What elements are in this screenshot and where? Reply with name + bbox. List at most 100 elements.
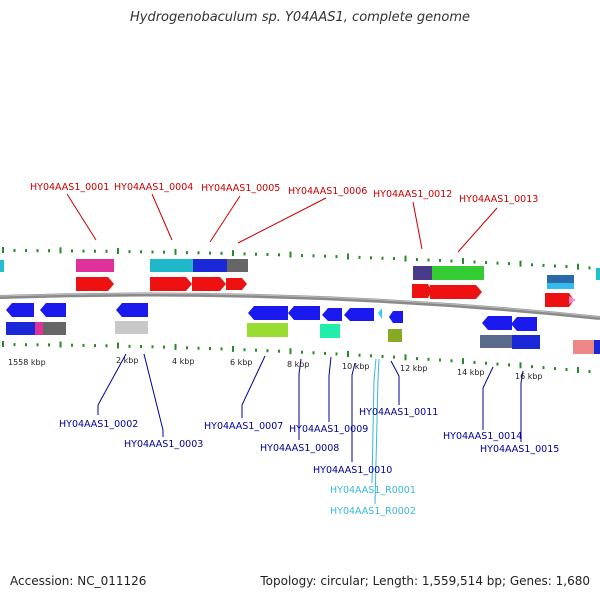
ruler-dot bbox=[485, 261, 487, 264]
ruler-dot bbox=[358, 255, 361, 259]
ruler-dot bbox=[105, 344, 108, 348]
ruler-dot bbox=[347, 253, 349, 260]
gene-label-0010[interactable]: HY04AAS1_0010 bbox=[313, 465, 392, 476]
feature-0001-pink bbox=[76, 259, 114, 272]
cds-arrow-rev-b bbox=[40, 303, 66, 317]
cds-arrow-0015 bbox=[511, 317, 537, 331]
ruler-dot bbox=[531, 365, 533, 369]
feature-cyan-left bbox=[0, 260, 4, 272]
gene-label-0004[interactable]: HY04AAS1_0004 bbox=[114, 182, 193, 193]
ruler-dot bbox=[519, 362, 522, 369]
ruler-dot bbox=[588, 266, 591, 270]
ruler-dot bbox=[71, 249, 73, 253]
ruler-dot bbox=[404, 255, 407, 262]
ruler-dot bbox=[404, 354, 407, 361]
ruler-dot bbox=[496, 261, 499, 265]
gene-label-0001[interactable]: HY04AAS1_0001 bbox=[30, 182, 109, 193]
gene-label-0015[interactable]: HY04AAS1_0015 bbox=[480, 444, 559, 455]
cds-arrow-0010 bbox=[344, 308, 374, 321]
tick-label: 10 kbp bbox=[342, 362, 370, 371]
gene-label-0013[interactable]: HY04AAS1_0013 bbox=[459, 194, 538, 205]
gene-label-0009[interactable]: HY04AAS1_0009 bbox=[289, 424, 368, 435]
gene-label-0007[interactable]: HY04AAS1_0007 bbox=[204, 421, 283, 432]
ruler-dot bbox=[577, 263, 579, 270]
ruler-dot bbox=[220, 251, 223, 255]
cds-arrow-0001 bbox=[76, 277, 114, 291]
ruler-dot bbox=[243, 348, 246, 352]
tick-label: 4 kbp bbox=[172, 357, 194, 366]
cds-arrow-0008 bbox=[288, 306, 320, 320]
gene-label-0008[interactable]: HY04AAS1_0008 bbox=[260, 443, 339, 454]
feature-right-salmon bbox=[573, 340, 594, 354]
ruler-dot bbox=[416, 258, 418, 261]
ruler-dot bbox=[13, 343, 16, 347]
ruler-dot bbox=[565, 265, 568, 269]
ruler-dot bbox=[197, 251, 200, 255]
gene-label-0014[interactable]: HY04AAS1_0014 bbox=[443, 431, 522, 442]
ruler-dot bbox=[393, 257, 395, 261]
rna-arrow bbox=[378, 308, 382, 319]
gene-label-0012[interactable]: HY04AAS1_0012 bbox=[373, 189, 452, 200]
cds-arrow-0002 bbox=[116, 303, 148, 317]
feature-0013-green bbox=[432, 266, 484, 280]
gene-label-0002[interactable]: HY04AAS1_0002 bbox=[59, 419, 138, 430]
ruler-dot bbox=[13, 249, 16, 252]
ruler-dot bbox=[151, 345, 154, 349]
ruler-dot bbox=[117, 342, 119, 349]
tick-label: 8 kbp bbox=[287, 360, 309, 369]
ruler-dot bbox=[531, 263, 533, 267]
gene-label-R0002[interactable]: HY04AAS1_R0002 bbox=[330, 506, 416, 517]
ruler-dot bbox=[473, 360, 476, 364]
ruler-dot bbox=[266, 349, 269, 353]
ruler-dot bbox=[140, 345, 142, 348]
ruler-dot bbox=[151, 250, 154, 254]
gene-label-0006[interactable]: HY04AAS1_0006 bbox=[288, 186, 367, 197]
tick-label: 2 kbp bbox=[116, 356, 138, 365]
ruler-dot bbox=[25, 249, 27, 253]
cds-arrow-0007 bbox=[248, 306, 288, 320]
ruler-dot bbox=[519, 260, 522, 267]
gene-label-0005[interactable]: HY04AAS1_0005 bbox=[201, 183, 280, 194]
feature-0011-olive bbox=[388, 329, 402, 342]
feature-0014-slate bbox=[480, 335, 512, 348]
ruler-dot bbox=[59, 247, 62, 254]
ruler-dot bbox=[335, 352, 338, 356]
feature-0012-purple bbox=[413, 266, 432, 280]
feature-0006-gray bbox=[227, 259, 248, 272]
feature-0004-cyan bbox=[150, 259, 193, 272]
cds-arrow-0009 bbox=[322, 308, 342, 321]
ruler-dot bbox=[232, 345, 234, 352]
feature-left-pink bbox=[35, 322, 43, 335]
cds-arrow-0011 bbox=[389, 311, 403, 323]
ruler-dot bbox=[278, 349, 280, 353]
ruler-dot bbox=[140, 250, 142, 254]
gene-label-0011[interactable]: HY04AAS1_0011 bbox=[359, 407, 438, 418]
feature-far-right-cyan bbox=[596, 268, 600, 280]
ruler-dot bbox=[186, 346, 188, 350]
tick-label: 16 kbp bbox=[515, 372, 543, 381]
gene-label-0003[interactable]: HY04AAS1_0003 bbox=[124, 439, 203, 450]
cds-arrow-right-pink bbox=[569, 296, 576, 304]
ruler-dot bbox=[209, 347, 211, 350]
ruler-dot bbox=[370, 256, 372, 260]
ruler-dot bbox=[82, 249, 85, 253]
feature-0015-blue bbox=[512, 335, 540, 349]
ruler-dots bbox=[2, 247, 591, 373]
feature-0005-blue bbox=[193, 259, 227, 272]
ruler-dot bbox=[542, 263, 545, 267]
gene-label-R0001[interactable]: HY04AAS1_R0001 bbox=[330, 485, 416, 496]
genome-summary-text: Topology: circular; Length: 1,559,514 bp… bbox=[260, 574, 590, 588]
gene-labels-rna: HY04AAS1_R0001 HY04AAS1_R0002 bbox=[330, 485, 416, 517]
feature-right-blue bbox=[547, 275, 574, 283]
ruler-dot bbox=[163, 345, 165, 349]
genome-backbone-highlight bbox=[0, 293, 600, 318]
top-features bbox=[0, 259, 600, 307]
cds-arrow-right bbox=[545, 293, 574, 307]
tick-label: 14 kbp bbox=[457, 368, 485, 377]
ruler-dot bbox=[255, 252, 257, 256]
ruler-dot bbox=[82, 343, 85, 347]
ruler-dot bbox=[508, 262, 510, 266]
ruler-dot bbox=[94, 344, 96, 348]
ruler-dot bbox=[266, 253, 269, 256]
